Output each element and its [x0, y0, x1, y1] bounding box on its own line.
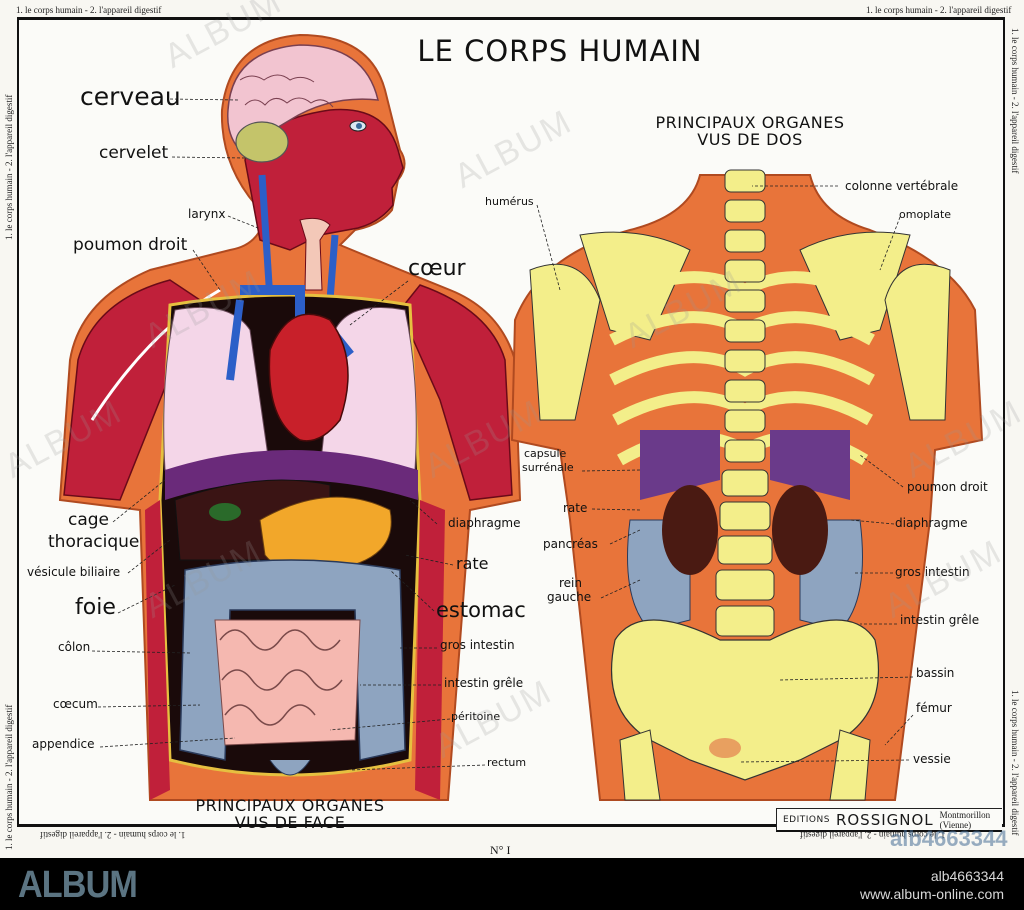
label-poumon-droit-front: poumon droit [73, 235, 188, 255]
label-peritoine: péritoine [451, 710, 501, 723]
front-subtitle-line1: PRINCIPAUX ORGANES [195, 796, 385, 815]
label-coecum: cœcum [53, 697, 98, 711]
website-link[interactable]: www.album-online.com [860, 886, 1004, 902]
back-subtitle-line2: VUS DE DOS [697, 130, 803, 149]
label-intestin-grele-front: intestin grêle [444, 676, 524, 690]
label-capsule: capsule [524, 447, 567, 460]
image-reference: alb4663344 www.album-online.com [860, 867, 1004, 903]
label-diaphragme-back: diaphragme [895, 516, 968, 530]
label-pancreas: pancréas [543, 537, 598, 551]
label-foie: foie [75, 595, 116, 620]
label-rein: rein [559, 576, 582, 590]
front-view-subtitle: PRINCIPAUX ORGANES VUS DE FACE [170, 797, 410, 831]
image-id-watermark: alb4663344 [890, 826, 1008, 851]
edge-caption-top-left: 1. le corps humain - 2. l'appareil diges… [16, 5, 162, 15]
label-omoplate: omoplate [899, 208, 952, 221]
label-bassin: bassin [916, 666, 955, 680]
leader-lines [91, 98, 914, 771]
edge-caption-top-right: 1. le corps humain - 2. l'appareil diges… [866, 5, 1012, 15]
label-cage: cage [68, 510, 110, 530]
label-larynx: larynx [188, 207, 226, 221]
back-view-subtitle: PRINCIPAUX ORGANES VUS DE DOS [630, 114, 870, 148]
front-subtitle-line2: VUS DE FACE [234, 813, 346, 832]
image-ref-id: alb4663344 [930, 868, 1004, 884]
label-diaphragme-front: diaphragme [448, 516, 521, 530]
label-gros-intestin-front: gros intestin [440, 638, 515, 652]
plate-number: N° I [490, 843, 511, 857]
label-thoracique: thoracique [48, 532, 140, 552]
publisher-name: ROSSIGNOL [835, 810, 934, 829]
publisher-prefix: EDITIONS [783, 814, 830, 825]
label-gros-intestin-back: gros intestin [895, 565, 970, 579]
label-surrenale: surrénale [522, 461, 574, 474]
publisher-location: Montmorillon (Vienne) [939, 809, 991, 830]
label-rectum: rectum [487, 756, 527, 769]
anatomy-illustration [58, 33, 984, 801]
label-colon: côlon [58, 640, 91, 654]
poster-title: LE CORPS HUMAIN [417, 34, 703, 68]
publisher-box: EDITIONS ROSSIGNOL Montmorillon (Vienne) [776, 808, 1002, 832]
label-cervelet: cervelet [99, 143, 169, 163]
album-logo[interactable]: ALBUM [18, 864, 138, 906]
front-figure [58, 33, 522, 801]
label-estomac: estomac [436, 598, 526, 622]
footer-bar: ALBUM alb4663344 www.album-online.com [0, 858, 1024, 910]
label-femur: fémur [916, 701, 952, 715]
label-vessie: vessie [913, 752, 951, 766]
poster-sheet: 1. le corps humain - 2. l'appareil diges… [0, 0, 1024, 858]
label-rate-back: rate [563, 501, 588, 515]
label-intestin-grele-back: intestin grêle [900, 613, 980, 627]
label-coeur: cœur [408, 256, 466, 281]
label-vesicule-biliaire: vésicule biliaire [27, 565, 121, 579]
label-humerus: humérus [485, 195, 534, 208]
back-subtitle-line1: PRINCIPAUX ORGANES [655, 113, 845, 132]
label-appendice: appendice [32, 737, 95, 751]
back-figure [510, 169, 984, 801]
label-gauche: gauche [547, 590, 592, 604]
label-rate-front: rate [456, 554, 489, 573]
label-poumon-droit-back: poumon droit [907, 480, 988, 494]
label-cerveau: cerveau [80, 82, 181, 111]
label-colonne-vertebrale: colonne vertébrale [845, 179, 959, 193]
